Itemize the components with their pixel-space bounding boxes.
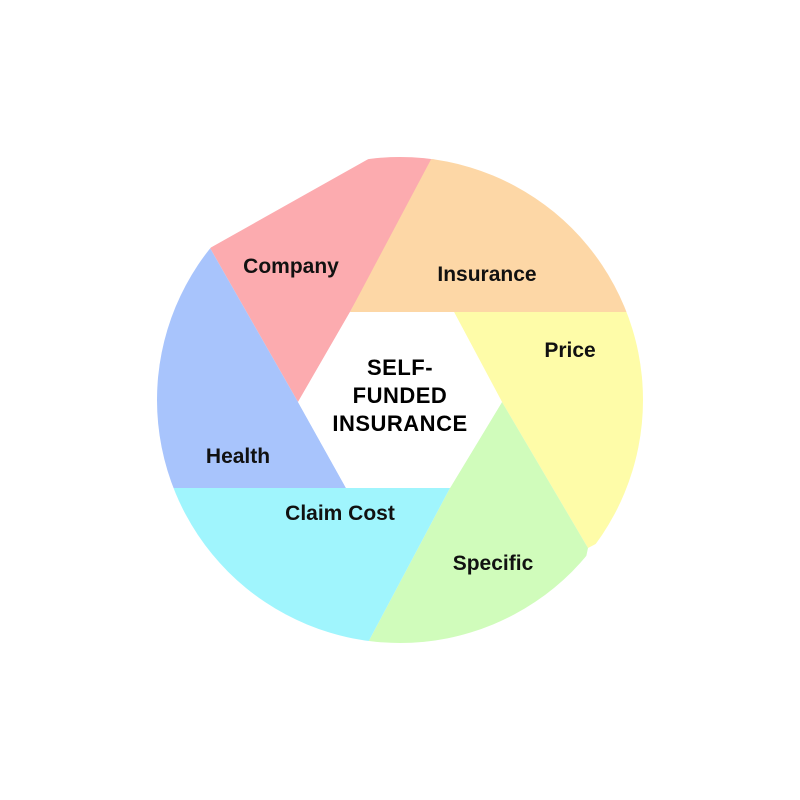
- segment-insurance: [350, 157, 643, 312]
- segment-price: [454, 312, 643, 548]
- center-title-line-2: FUNDED: [353, 383, 448, 408]
- segment-health: [157, 248, 346, 488]
- segment-label-health: Health: [206, 445, 270, 468]
- segment-label-price: Price: [544, 339, 595, 362]
- center-title-line-3: INSURANCE: [332, 411, 467, 436]
- segment-label-insurance: Insurance: [437, 263, 536, 286]
- segment-label-specific: Specific: [453, 552, 534, 575]
- segment-label-company: Company: [243, 255, 339, 278]
- segment-claim-cost: [157, 488, 450, 643]
- center-title-line-1: SELF-: [367, 355, 433, 380]
- segment-label-claim-cost: Claim Cost: [285, 502, 395, 525]
- center-hexagon: [298, 312, 502, 488]
- segment-company: [210, 157, 440, 402]
